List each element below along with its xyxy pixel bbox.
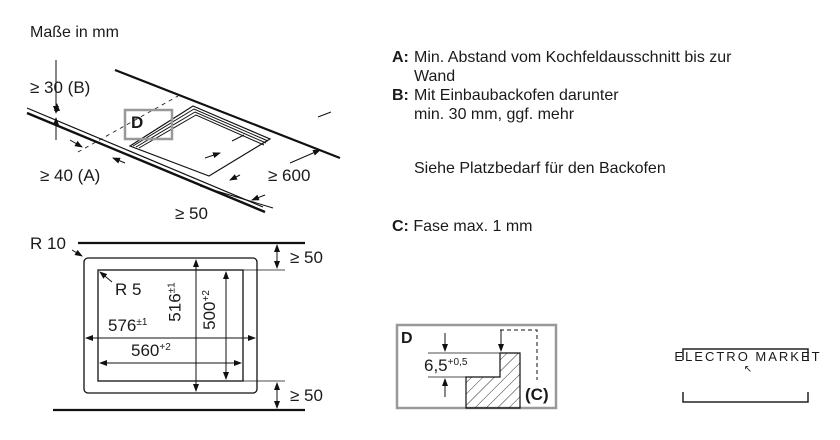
dim-b-label: ≥ 30 (B) xyxy=(30,78,91,97)
gap-top-label: ≥ 50 xyxy=(290,248,323,267)
height-inner-label: 500+2 xyxy=(199,290,219,330)
detail-title: D xyxy=(401,330,413,347)
r5-label: R 5 xyxy=(115,280,142,299)
perspective-view xyxy=(26,60,341,214)
r10-label: R 10 xyxy=(30,234,66,253)
height-outer-label: 516±1 xyxy=(165,282,185,322)
width-outer-label: 576±1 xyxy=(108,316,148,335)
dim-50-label: ≥ 50 xyxy=(175,204,208,223)
oven-note: Siehe Platzbedarf für den Backofen xyxy=(414,160,666,177)
units-title: Maße in mm xyxy=(30,24,119,41)
gap-bottom-label: ≥ 50 xyxy=(290,386,323,405)
detail-marker: D xyxy=(131,113,144,132)
detail-depth-label: 6,5+0,5 xyxy=(424,356,468,375)
note-b: B:Mit Einbaubackofen darunter min. 30 mm… xyxy=(392,87,619,123)
note-a: A:Min. Abstand vom Kochfeldausschnitt bi… xyxy=(392,49,732,85)
width-inner-label: 560+2 xyxy=(131,341,171,360)
cutout-plan xyxy=(53,241,305,412)
logo-frame xyxy=(682,348,809,403)
dim-600-label: ≥ 600 xyxy=(268,166,311,185)
dim-a-label: ≥ 40 (A) xyxy=(40,166,101,185)
cursor-icon: ↖ xyxy=(743,364,753,375)
notes: A:Min. Abstand vom Kochfeldausschnitt bi… xyxy=(392,48,754,124)
electro-market-logo: ELECTRO MARKET ↖ xyxy=(668,349,828,375)
chamfer-label: (C) xyxy=(525,385,549,404)
detail-d xyxy=(395,323,558,410)
note-c: C: Fase max. 1 mm xyxy=(392,218,533,235)
